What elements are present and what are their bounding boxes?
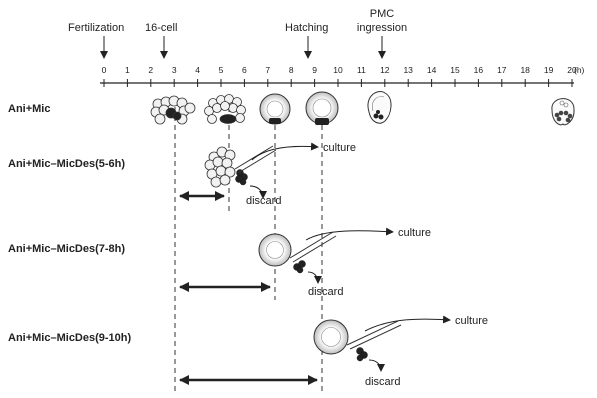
axis-tick-label: 7 <box>265 65 270 75</box>
axis-tick-label: 11 <box>357 65 366 75</box>
row-label-control: Ani+Mic <box>8 103 50 115</box>
control-gastrula-20h <box>552 99 574 125</box>
des-9-10-discard-arrow <box>369 360 381 371</box>
event-label-ingression: ingression <box>357 22 407 34</box>
axis-tick-label: 8 <box>289 65 294 75</box>
row-label-des-7-8: Ani+Mic–MicDes(7-8h) <box>8 243 125 255</box>
control-morula-embryo <box>205 95 246 124</box>
des-9-10-micromeres <box>357 348 368 362</box>
axis-tick-label: 4 <box>195 65 200 75</box>
des-7-8-culture-arrow <box>306 231 393 240</box>
des-7-8-blastula <box>259 234 291 266</box>
axis-tick-label: 18 <box>520 65 530 75</box>
axis-tick-label: 16 <box>474 65 484 75</box>
axis-tick-label: 1 <box>125 65 130 75</box>
des-9-10-culture-label: culture <box>455 315 488 327</box>
event-arrows <box>104 36 382 58</box>
axis-tick-label: 2 <box>148 65 153 75</box>
axis-tick-label: 14 <box>427 65 437 75</box>
des-5-6-culture-label: culture <box>323 142 356 154</box>
event-label-fertilization: Fertilization <box>68 22 124 34</box>
control-16-cell-embryo <box>151 96 195 124</box>
axis-tick-label: 5 <box>219 65 224 75</box>
des-9-10-pipette <box>347 321 401 349</box>
event-label-pmc: PMC <box>370 8 395 20</box>
axis-tick-label: 10 <box>333 65 343 75</box>
row-label-des-5-6: Ani+Mic–MicDes(5-6h) <box>8 158 125 170</box>
axis-tick-label: 17 <box>497 65 507 75</box>
axis-tick-label: 15 <box>450 65 460 75</box>
des-9-10-culture-arrow <box>365 319 450 331</box>
des-7-8-micromeres <box>294 261 306 274</box>
axis-tick-label: 13 <box>403 65 413 75</box>
axis-tick-label: 3 <box>172 65 177 75</box>
control-hatched-blastula-9h <box>306 92 338 125</box>
axis-tick-label: 19 <box>544 65 554 75</box>
axis-tick-label: 12 <box>380 65 390 75</box>
event-label-16-cell: 16-cell <box>145 22 177 34</box>
control-blastula-7h <box>260 94 290 124</box>
des-7-8-discard-arrow <box>308 272 318 283</box>
des-5-6-discard-label: discard <box>246 195 281 207</box>
des-9-10-discard-label: discard <box>365 376 400 388</box>
axis-tick-label: 0 <box>102 65 107 75</box>
row-label-des-9-10: Ani+Mic–MicDes(9-10h) <box>8 332 132 344</box>
axis-tick-label: 9 <box>312 65 317 75</box>
axis-tick-label: 6 <box>242 65 247 75</box>
des-5-6-micromeres <box>236 170 248 186</box>
event-label-hatching: Hatching <box>285 22 328 34</box>
time-axis-unit: (h) <box>574 65 585 75</box>
des-5-6-embryo <box>205 147 235 187</box>
des-7-8-discard-label: discard <box>308 286 343 298</box>
des-7-8-culture-label: culture <box>398 227 431 239</box>
control-mesenchyme-blastula-12h <box>368 92 391 124</box>
dashed-guides <box>175 98 322 392</box>
des-9-10-hatched-blastula <box>314 320 348 354</box>
